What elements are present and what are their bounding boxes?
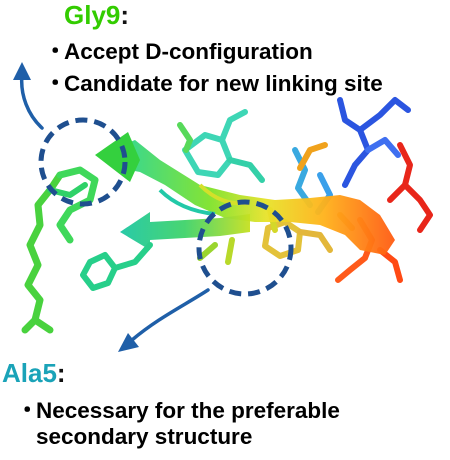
ala5-point-2-text: secondary structure [36,424,253,449]
bullet-icon: ・ [44,39,67,64]
gly9-point-1-text: Accept D-configuration [64,39,313,64]
ala5-label: Ala5: [2,358,66,389]
ala5-point-1-text: Necessary for the preferable [36,398,340,423]
bullet-icon: ・ [44,71,67,96]
ala5-arrow [130,288,210,342]
bullet-icon: ・ [16,398,39,423]
gly9-label: Gly9: [64,0,129,31]
side-chains [21,97,433,334]
gly9-point-2: ・Candidate for new linking site [44,66,383,98]
ala5-residue-name: Ala5 [2,358,57,388]
gly9-residue-name: Gly9 [64,0,121,30]
gly9-highlight-circle [38,117,128,207]
gly9-point-2-text: Candidate for new linking site [64,71,383,96]
ala5-point-1: ・Necessary for the preferable [16,393,340,425]
ala5-arrow-head [118,333,139,352]
gly9-point-1: ・Accept D-configuration [44,34,313,66]
gly9-colon: : [120,0,130,30]
ala5-point-2: secondary structure [36,424,252,450]
gly9-arrow [19,73,44,130]
gly9-arrow-head [13,62,31,80]
ala5-colon: : [56,358,66,388]
backbone-ribbon [95,132,395,255]
ala5-highlight-circle [196,199,294,297]
